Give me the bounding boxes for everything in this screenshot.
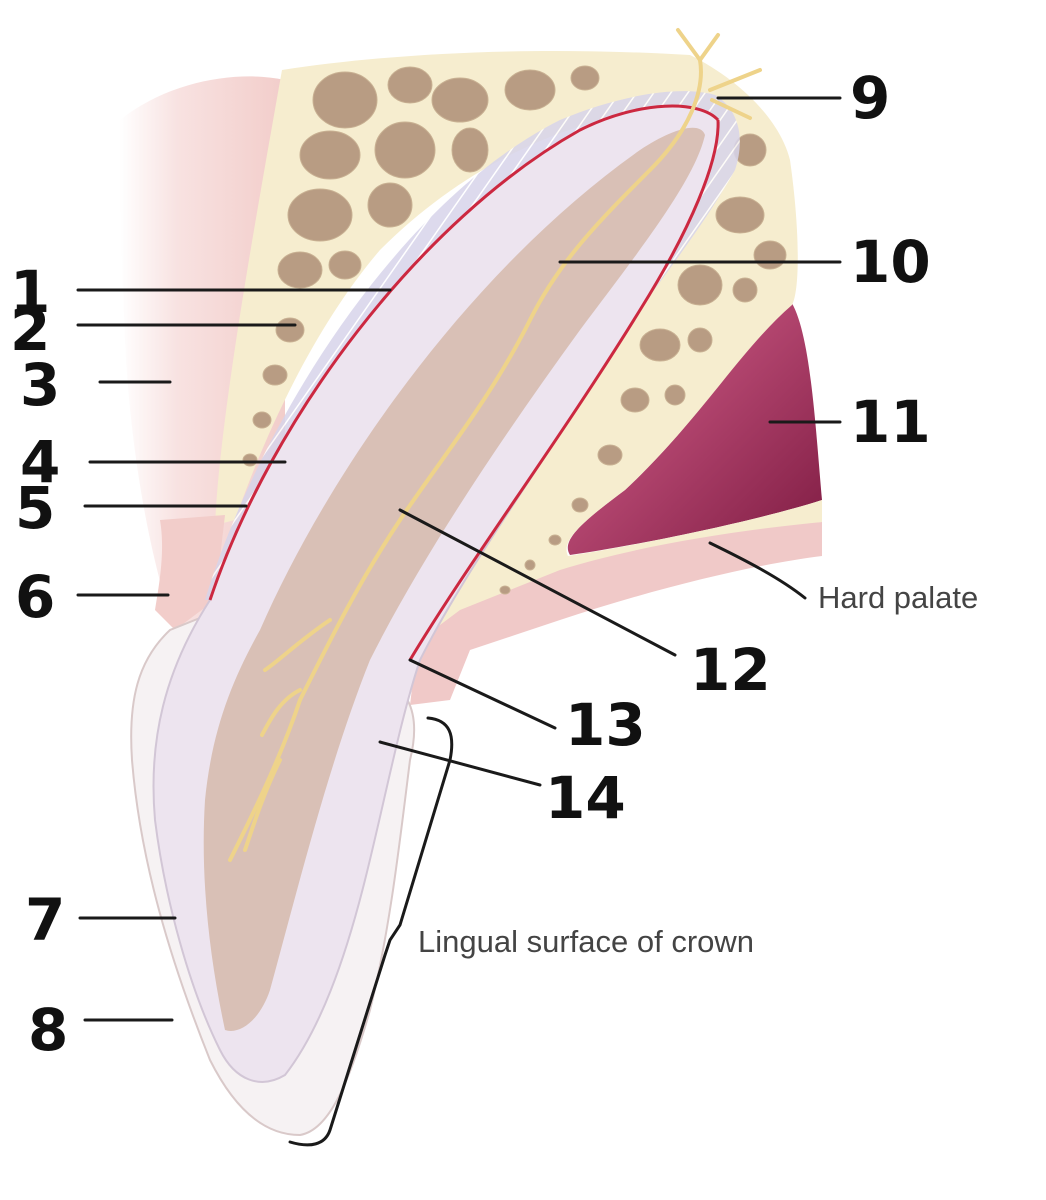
palate-mucosa <box>410 522 822 705</box>
label-4: 4 <box>20 428 60 496</box>
label-10: 10 <box>850 228 931 296</box>
bone-marrow-spaces <box>242 65 787 595</box>
label-lingual-surface: Lingual surface of crown <box>418 924 754 959</box>
label-2: 2 <box>10 296 50 364</box>
label-12: 12 <box>690 636 771 704</box>
label-1: 1 <box>10 258 50 326</box>
leader-14 <box>378 740 542 787</box>
label-7: 7 <box>25 886 65 954</box>
cementum-labial <box>208 104 720 601</box>
label-3: 3 <box>20 351 60 419</box>
label-11: 11 <box>850 388 931 456</box>
label-14: 14 <box>545 764 626 832</box>
lingual-crown-bracket <box>288 716 454 1147</box>
leader-13 <box>408 658 557 730</box>
leader-hard-palate <box>708 541 807 600</box>
cementum-palatal <box>408 119 720 661</box>
label-5: 5 <box>15 474 55 542</box>
labial-gingiva <box>155 515 225 630</box>
label-6: 6 <box>15 563 55 631</box>
nerve-bundle <box>228 28 762 862</box>
label-13: 13 <box>565 691 646 759</box>
label-hard-palate: Hard palate <box>818 580 978 615</box>
pulp-cavity <box>203 127 706 1031</box>
label-8: 8 <box>28 996 68 1064</box>
palatal-vault <box>567 300 822 555</box>
label-9: 9 <box>850 64 890 132</box>
leader-12 <box>398 508 677 657</box>
